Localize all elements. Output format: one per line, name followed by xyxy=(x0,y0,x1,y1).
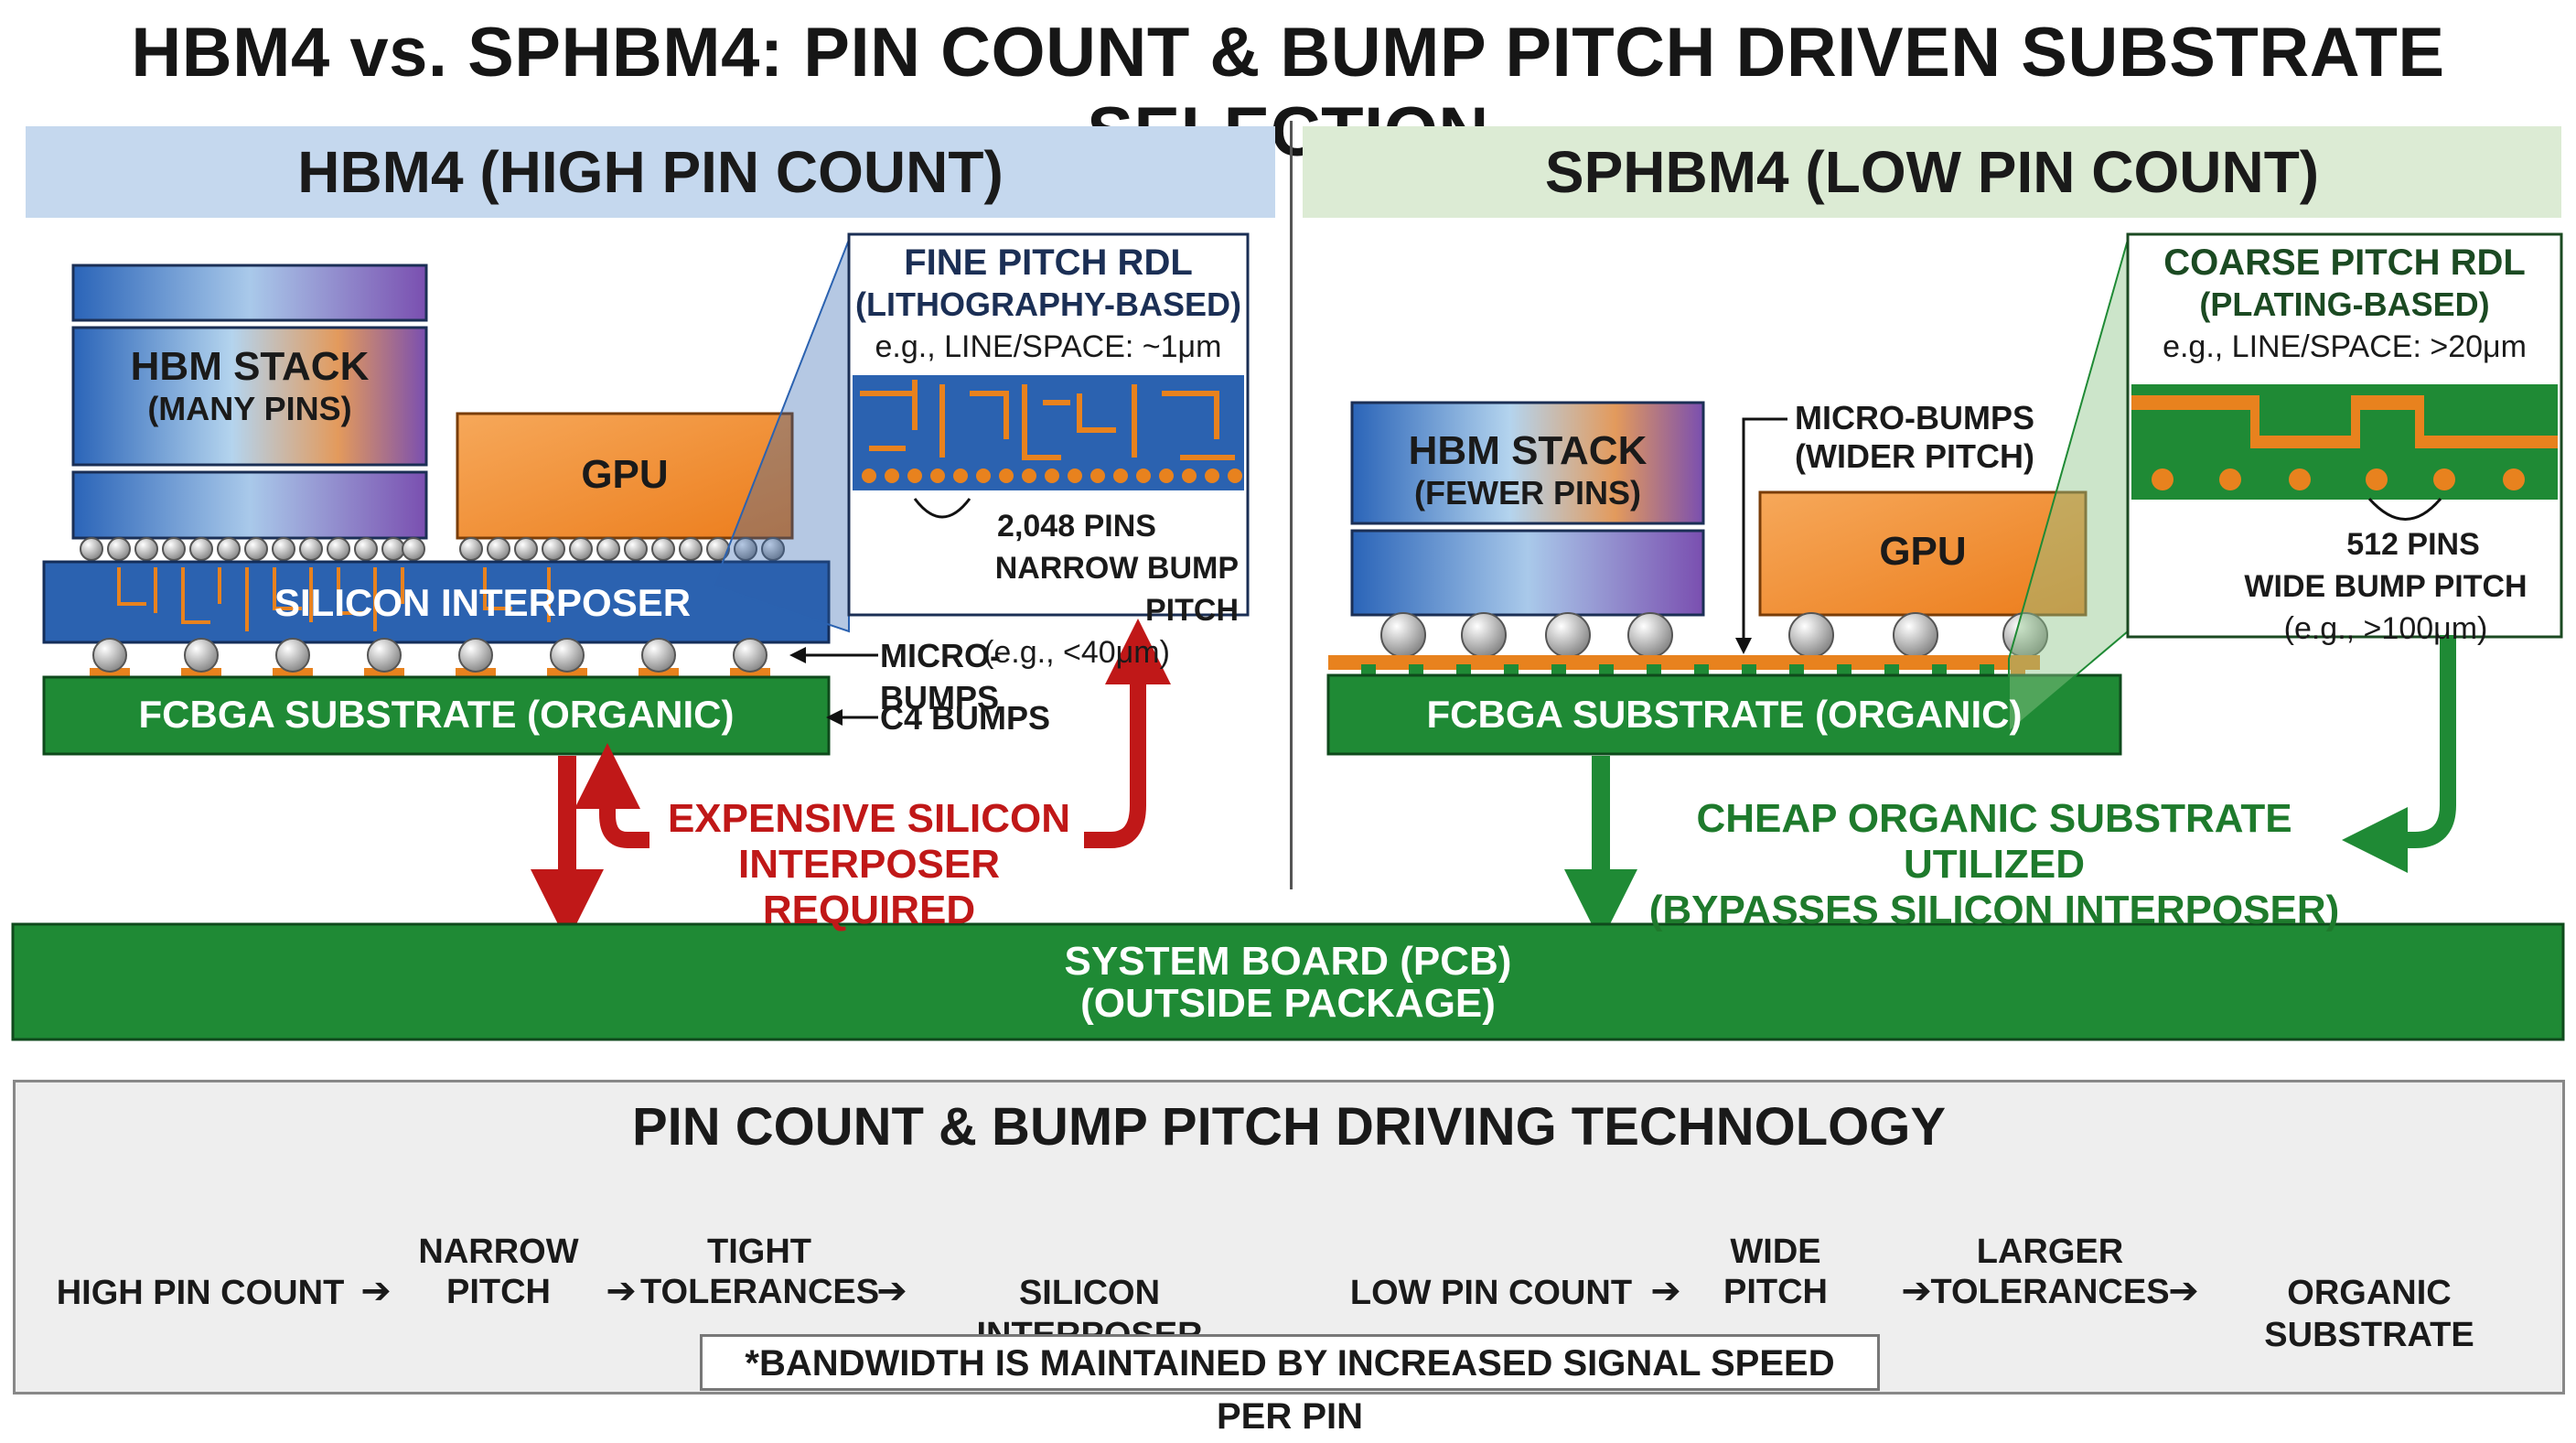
left-hbm-stack-label: HBM STACK (MANY PINS) xyxy=(73,346,426,430)
left-fcbga-substrate xyxy=(42,675,831,756)
flow-left-step-tight: TIGHT TOLERANCES xyxy=(640,1232,880,1312)
flow-right-step-low-pin: LOW PIN COUNT xyxy=(1349,1274,1633,1312)
flow-right-arrow-1: ➔ xyxy=(1650,1271,1681,1311)
right-hbm-stack-label: HBM STACK (FEWER PINS) xyxy=(1352,430,1703,514)
right-hbm-stack xyxy=(1350,401,1705,617)
flow-right-step-organic: ORGANIC SUBSTRATE xyxy=(2264,1274,2474,1354)
right-zoom-title-block: COARSE PITCH RDL (PLATING-BASED) e.g., L… xyxy=(2128,242,2561,368)
left-zoom-bracket xyxy=(913,498,971,519)
right-microbumps xyxy=(1380,612,2048,658)
panel-divider xyxy=(1290,121,1293,889)
flow-right-larger-line2: TOLERANCES xyxy=(1930,1273,2170,1311)
left-zoom-pitch: NARROW BUMP PITCH xyxy=(994,551,1239,628)
flow-right-arrow-3: ➔ xyxy=(2168,1271,2199,1311)
left-microbumps-label: MICRO-BUMPS xyxy=(880,637,1001,716)
right-callout: CHEAP ORGANIC SUBSTRATE UTILIZED (BYPASS… xyxy=(1610,796,2378,933)
flow-right-wide-line2: PITCH xyxy=(1723,1273,1828,1311)
left-zoom-title-block: FINE PITCH RDL (LITHOGRAPHY-BASED) e.g.,… xyxy=(849,242,1248,368)
left-callout: EXPENSIVE SILICON INTERPOSER REQUIRED xyxy=(640,796,1098,933)
right-microbumps-subtitle: (WIDER PITCH) xyxy=(1795,437,2034,475)
left-gpu-die xyxy=(456,412,794,540)
left-zoom-rdl-traces xyxy=(860,380,1235,460)
system-board-label: SYSTEM BOARD (PCB) (OUTSIDE PACKAGE) xyxy=(13,941,2563,1025)
flow-left-step-narrow: NARROW PITCH xyxy=(393,1232,604,1312)
left-zoom-subtitle: (LITHOGRAPHY-BASED) xyxy=(855,285,1241,323)
flow-right-step-wide: WIDE PITCH xyxy=(1689,1232,1862,1312)
left-zoom-pins-block: 2,048 PINS NARROW BUMP PITCH (e.g., <40μ… xyxy=(915,505,1248,673)
left-panel-header: HBM4 (HIGH PIN COUNT) xyxy=(26,126,1275,218)
right-hbm-stack-title: HBM STACK xyxy=(1408,428,1648,473)
right-hbm-stack-subtitle: (FEWER PINS) xyxy=(1414,474,1641,512)
left-interposer-traces xyxy=(117,567,551,631)
flow-left-narrow-line1: NARROW xyxy=(418,1233,579,1271)
left-callout-line2: INTERPOSER REQUIRED xyxy=(737,842,1001,932)
left-callout-line1: EXPENSIVE SILICON xyxy=(667,796,1071,841)
left-zoom-pins: 2,048 PINS xyxy=(997,509,1156,544)
right-panel-header: SPHBM4 (LOW PIN COUNT) xyxy=(1303,126,2561,218)
bandwidth-footnote: *BANDWIDTH IS MAINTAINED BY INCREASED SI… xyxy=(700,1334,1880,1437)
right-microbumps-title: MICRO-BUMPS xyxy=(1795,399,2034,436)
right-zoom-pitch: WIDE BUMP PITCH xyxy=(2244,569,2528,604)
flow-right-larger-line1: LARGER xyxy=(1976,1233,2124,1271)
right-zoom-subtitle: (PLATING-BASED) xyxy=(2199,285,2490,323)
right-zoom-pins-block: 512 PINS WIDE BUMP PITCH (e.g., >100μm) xyxy=(2214,523,2558,650)
right-organic-rdl xyxy=(1328,655,2040,679)
right-zoom-title: COARSE PITCH RDL xyxy=(2163,242,2526,283)
left-silicon-interposer xyxy=(42,560,831,644)
flow-left-arrow-1: ➔ xyxy=(360,1271,392,1311)
left-hbm-stack xyxy=(71,264,428,540)
left-zoom-title: FINE PITCH RDL xyxy=(904,242,1193,283)
left-hbm-stack-subtitle: (MANY PINS) xyxy=(147,390,352,427)
left-gpu-microbumps xyxy=(459,537,785,561)
system-board xyxy=(11,922,2565,1041)
right-zoom-bumps xyxy=(2152,468,2525,490)
flow-right-arrow-2: ➔ xyxy=(1901,1271,1932,1311)
flow-left-tight-line1: TIGHT xyxy=(707,1233,811,1271)
right-callout-line2: (BYPASSES SILICON INTERPOSER) xyxy=(1648,888,2340,932)
flow-left-arrow-3: ➔ xyxy=(876,1271,907,1311)
left-c4-label: C4 BUMPS xyxy=(880,699,1051,737)
right-zoom-pins: 512 PINS xyxy=(2346,527,2480,562)
right-zoom-spec: e.g., LINE/SPACE: >20μm xyxy=(2163,329,2527,364)
right-zoom-wedge xyxy=(2008,239,2129,735)
left-zoom-spec: e.g., LINE/SPACE: ~1μm xyxy=(875,329,1222,364)
left-red-arrow-up xyxy=(1084,619,1171,848)
flow-title: PIN COUNT & BUMP PITCH DRIVING TECHNOLOG… xyxy=(631,1097,1947,1157)
right-fcbga-substrate xyxy=(1326,673,2122,756)
flow-left-tight-line2: TOLERANCES xyxy=(640,1273,880,1311)
right-zoom-bracket xyxy=(2367,498,2442,521)
flow-left-arrow-2: ➔ xyxy=(606,1271,637,1311)
right-green-arrow-hook xyxy=(2342,635,2456,873)
left-substrate-label: FCBGA SUBSTRATE (ORGANIC) xyxy=(138,693,735,736)
system-board-line2: (OUTSIDE PACKAGE) xyxy=(1080,981,1496,1026)
flow-left-narrow-line2: PITCH xyxy=(446,1273,551,1311)
left-interposer-label: SILICON INTERPOSER xyxy=(274,581,692,624)
left-hbm-microbumps xyxy=(80,537,425,561)
system-board-line1: SYSTEM BOARD (PCB) xyxy=(1064,939,1512,984)
right-zoom-rdl-trace xyxy=(2131,395,2558,448)
right-microbumps-label: MICRO-BUMPS (WIDER PITCH) xyxy=(1791,399,2038,476)
left-c4-bumps xyxy=(90,638,770,677)
left-red-arrow-hook xyxy=(574,743,649,848)
left-zoom-bumps xyxy=(862,468,1242,483)
flow-right-step-larger: LARGER TOLERANCES xyxy=(1927,1232,2174,1312)
left-gpu-label: GPU xyxy=(581,452,669,497)
right-microbumps-pointer xyxy=(1735,417,1787,654)
flow-right-wide-line1: WIDE xyxy=(1730,1233,1821,1271)
right-substrate-label: FCBGA SUBSTRATE (ORGANIC) xyxy=(1426,693,2023,736)
left-zoom-pitch-value: (e.g., <40μm) xyxy=(983,635,1170,670)
right-zoom-pitch-value: (e.g., >100μm) xyxy=(2283,611,2488,646)
right-gpu-label: GPU xyxy=(1879,529,1967,574)
flow-left-step-high-pin: HIGH PIN COUNT xyxy=(56,1274,345,1312)
left-hbm-stack-title: HBM STACK xyxy=(130,344,370,389)
right-callout-line1: CHEAP ORGANIC SUBSTRATE UTILIZED xyxy=(1696,796,2292,887)
